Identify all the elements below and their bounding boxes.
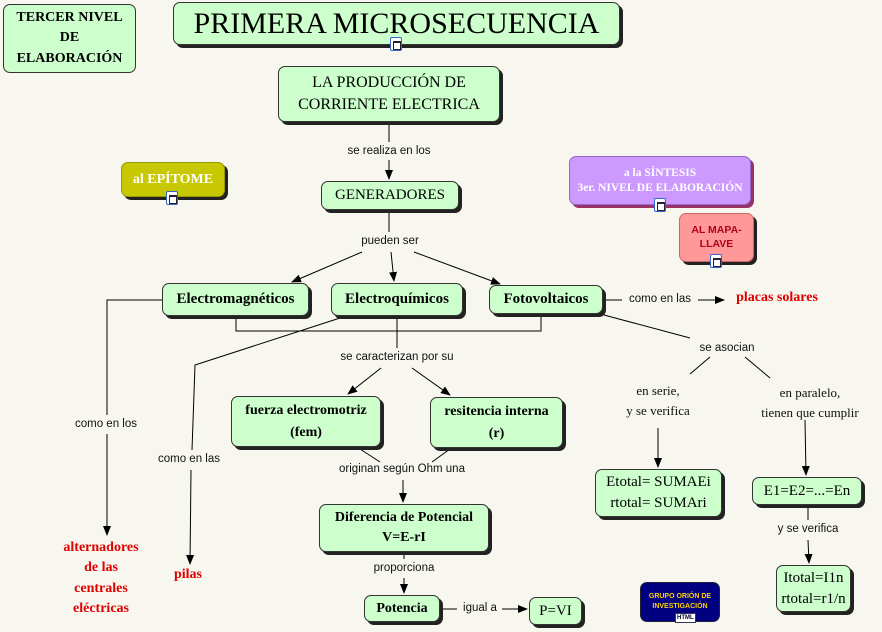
concept-text: E1=E2=...=En (763, 482, 851, 499)
grupo-label: GRUPO ORIÓN DE (648, 593, 712, 600)
html-link-icon[interactable]: HTML (675, 613, 696, 624)
concept-pvi: P=VI (529, 597, 582, 625)
concept-text: (r) (488, 425, 505, 441)
level-box: TERCER NIVEL DE ELABORACIÓN (3, 4, 136, 73)
link-pueden-ser: pueden ser (361, 235, 419, 247)
concept-pilas: pilas (173, 567, 203, 582)
link-como-en-las-pilas: como en las (157, 453, 221, 465)
grupo-orion-link[interactable]: GRUPO ORIÓN DE INVESTIGACIÓN HTML (640, 582, 720, 624)
concept-resistencia: resitencia interna (r) (430, 397, 563, 448)
concept-text: fuerza electromotriz (245, 402, 367, 418)
epitome-label: al EPÍTOME (132, 171, 214, 187)
link-como-en-los: como en los (74, 418, 138, 430)
concept-text: P=VI (539, 602, 572, 619)
link-line: tienen que cumplir (761, 405, 859, 421)
concept-text: GENERADORES (334, 187, 445, 203)
concept-placas-solares: placas solares (736, 290, 818, 305)
concept-paralelo-formulas: Itotal=I1n rtotal=r1/n (776, 565, 851, 612)
link-igual-a: igual a (463, 602, 497, 614)
concept-text: Etotal= SUMAEi (606, 474, 711, 490)
sintesis-link-button[interactable]: a la SÍNTESIS 3er. NIVEL DE ELABORACIÓN (569, 156, 751, 205)
page-title-text: PRIMERA MICROSECUENCIA (193, 6, 600, 40)
cmap-link-icon[interactable] (654, 198, 666, 212)
link-originan: originan según Ohm una (339, 463, 465, 475)
link-line: en paralelo, (779, 385, 841, 400)
concept-text: Fotovoltaicos (503, 291, 589, 307)
link-se-realiza: se realiza en los (347, 145, 431, 157)
concept-text: V=E-rI (382, 530, 426, 545)
link-se-asocian: se asocian (699, 342, 755, 354)
concept-text: LA PRODUCCIÓN DE (312, 73, 466, 91)
mapa-llave-label: LLAVE (699, 237, 734, 250)
link-en-serie: en serie, y se verifica (626, 381, 690, 421)
link-line: y se verifica (626, 403, 690, 419)
concept-text: rtotal= SUMAri (610, 495, 707, 511)
concept-potencia: Potencia (364, 595, 440, 622)
concept-text: CORRIENTE ELECTRICA (298, 96, 480, 113)
concept-produccion: LA PRODUCCIÓN DE CORRIENTE ELECTRICA (278, 66, 500, 122)
link-line: en serie, (636, 383, 680, 398)
link-como-en-las-placas: como en las (628, 293, 692, 305)
sintesis-label: 3er. NIVEL DE ELABORACIÓN (577, 181, 743, 194)
concept-text: resitencia interna (444, 403, 549, 419)
alternadores-line: alternadores (63, 540, 139, 555)
alternadores-line: eléctricas (73, 600, 129, 616)
link-se-caracterizan: se caracterizan por su (340, 351, 454, 363)
concept-electroquimicos: Electroquímicos (331, 283, 463, 316)
concept-text: Potencia (376, 600, 428, 616)
mapa-llave-label: AL MAPA- (691, 223, 742, 236)
concept-text: Itotal=I1n (783, 569, 844, 586)
concept-alternadores: alternadores de las centrales eléctricas (63, 538, 138, 619)
grupo-label: INVESTIGACIÓN (652, 602, 708, 610)
concept-text: Electromagnéticos (176, 291, 295, 307)
concept-electromagneticos: Electromagnéticos (162, 283, 309, 316)
concept-text: Electroquímicos (345, 291, 449, 307)
level-line: DE (59, 30, 80, 46)
concept-serie-formulas: Etotal= SUMAEi rtotal= SUMAri (595, 469, 722, 517)
cmap-link-icon[interactable] (390, 37, 402, 51)
alternadores-line: de las (84, 560, 118, 576)
link-proporciona: proporciona (373, 562, 435, 574)
mapa-llave-link-button[interactable]: AL MAPA- LLAVE (679, 213, 754, 262)
alternadores-line: centrales (74, 580, 128, 596)
concept-fotovoltaicos: Fotovoltaicos (489, 285, 603, 314)
cmap-link-icon[interactable] (166, 191, 178, 205)
level-line: TERCER NIVEL (16, 10, 123, 26)
sintesis-label: a la SÍNTESIS (623, 166, 697, 179)
concept-fem: fuerza electromotriz (fem) (231, 396, 381, 447)
level-line: ELABORACIÓN (16, 50, 123, 66)
link-en-paralelo: en paralelo, tienen que cumplir (761, 383, 858, 423)
page-title: PRIMERA MICROSECUENCIA (173, 2, 620, 45)
cmap-link-icon[interactable] (710, 254, 722, 268)
concept-text: rtotal=r1/n (781, 590, 846, 607)
concept-generadores: GENERADORES (321, 181, 459, 210)
concept-text: (fem) (290, 424, 322, 440)
concept-text: Diferencia de Potencial (334, 510, 474, 526)
concept-diferencia-potencial: Diferencia de Potencial V=E-rI (319, 504, 489, 552)
concept-paralelo-e: E1=E2=...=En (752, 477, 862, 505)
link-y-se-verifica: y se verifica (777, 523, 839, 535)
